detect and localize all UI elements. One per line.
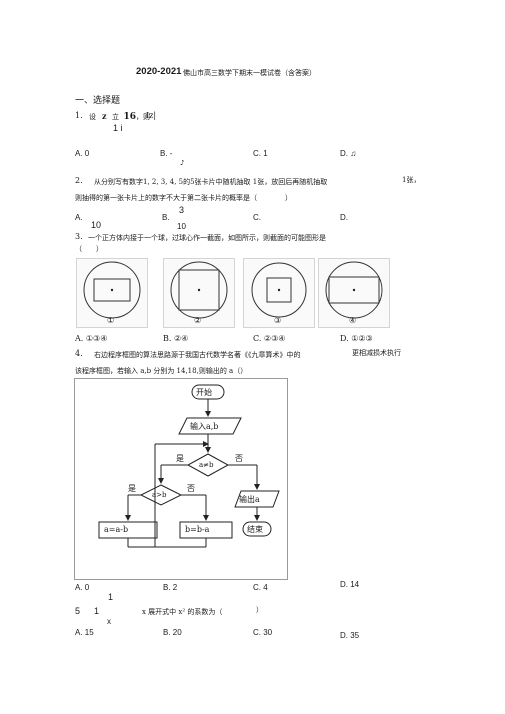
q2-option-b-denominator: 10 — [177, 222, 186, 231]
flow-start: 开始 — [196, 388, 212, 397]
flow-yes-2: 是 — [128, 484, 136, 493]
q4-option-c: C. 4 — [253, 583, 268, 592]
q1-option-a: A. 0 — [75, 149, 90, 158]
q2-stem: 从分别写有数字1, 2, 3, 4, 5的5张卡片中随机抽取 1张，放回后再随机… — [94, 178, 328, 186]
q1-number: 1. — [75, 111, 83, 120]
q2-line2: 则抽得的第一张卡片上的数字不大于第二张卡片的概率是（ ） — [75, 194, 292, 202]
q3-line2: （ ） — [75, 245, 103, 253]
q4-stem-right: 更相减损术执行 — [352, 349, 401, 357]
flow-no-2: 否 — [187, 484, 195, 493]
q1-option-d: D. ♫ — [340, 149, 357, 158]
flowchart-lines — [98, 384, 280, 548]
q5-option-c: C. 30 — [253, 628, 273, 637]
q5-fragment-top: 1 — [108, 592, 114, 602]
q1-stem-b: z — [102, 111, 107, 121]
q3-number: 3. — [75, 232, 83, 241]
q4-option-a: A. 0 — [75, 583, 90, 592]
q3-figure-1: ① — [76, 258, 148, 328]
q5-option-a: A. 15 — [75, 628, 94, 637]
q1-stem-a: 设 — [89, 113, 96, 121]
q2-option-b: B. — [162, 213, 170, 222]
q3-figure-4: ④ — [318, 258, 390, 328]
q3-option-c: C. ②③④ — [253, 334, 286, 343]
q2-option-d: D. — [340, 213, 348, 222]
q3-figure-4-label: ④ — [349, 316, 357, 325]
title-year: 2020-2021 — [136, 66, 182, 77]
flow-end: 结束 — [247, 525, 263, 534]
q2-stem-tail: 1张， — [402, 176, 421, 184]
q2-option-a-number: 10 — [91, 220, 102, 230]
q2-option-c: C. — [253, 213, 261, 222]
q1-option-c: C. 1 — [253, 149, 268, 158]
q3-figure-1-label: ① — [107, 316, 115, 325]
q3-option-b: B. ②④ — [163, 334, 189, 343]
q4-option-d: D. 14 — [340, 580, 360, 589]
q2-number: 2. — [75, 176, 83, 185]
q3-figure-3-label: ③ — [274, 316, 282, 325]
q4-line2: 该程序框图，若输入 a,b 分别为 14,18,则输出的 a（） — [75, 367, 248, 375]
q3-figure-2-label: ② — [194, 316, 202, 325]
q4-flowchart: 开始 输入a,b a≠b 是 否 a>b 是 否 输出a a=a-b b=b-a… — [74, 378, 288, 580]
flow-assign-a: a=a-b — [104, 525, 129, 534]
q5-fragment-x: x — [107, 617, 111, 626]
q4-stem: 右边程序框图的算法思路源于我国古代数学名著《《九章算术》中的 — [94, 351, 301, 359]
q4-number: 4. — [75, 349, 83, 358]
q5-option-d: D. 35 — [340, 631, 360, 640]
flow-output: 输出a — [239, 495, 260, 504]
q1-option-b: B. - — [160, 149, 173, 158]
q3-option-d: D. ①②③ — [340, 334, 373, 343]
q5-fragment-mid: 1 — [94, 606, 100, 616]
flow-cond-1: a≠b — [199, 461, 214, 469]
title-text: 佛山市高三数学下期末一模试卷（含答案） — [183, 69, 316, 77]
q3-figure-2: ② — [163, 258, 235, 328]
q5-stem: x 展开式中 x² 的系数为（ — [142, 608, 223, 616]
q5-close: ） — [256, 606, 263, 614]
q3-stem: 一个正方体内接于一个球，过球心作一截面，如图所示，则截面的可能图形是 — [88, 234, 326, 242]
q5-number: 5 — [75, 606, 81, 616]
q1-stem-mid: 立 16，则 — [112, 112, 150, 122]
q1-fragment: ♪ — [180, 159, 185, 167]
q1-stem-c: Iz| — [146, 111, 157, 120]
q3-option-a: A. ①③④ — [75, 334, 108, 343]
flow-assign-b: b=b-a — [185, 525, 210, 534]
q3-figure-3: ③ — [243, 258, 315, 328]
section-heading: 一、选择题 — [75, 96, 121, 106]
q2-option-b-numerator: 3 — [179, 205, 185, 215]
flow-input: 输入a,b — [190, 422, 219, 431]
q5-option-b: B. 20 — [163, 628, 182, 637]
flow-cond-2: a>b — [152, 491, 167, 499]
q2-option-a: A. — [75, 213, 83, 222]
flow-no-1: 否 — [235, 454, 243, 463]
flow-yes-1: 是 — [176, 454, 184, 463]
q4-option-b: B. 2 — [163, 583, 178, 592]
q1-line2: 1 i — [113, 123, 123, 133]
